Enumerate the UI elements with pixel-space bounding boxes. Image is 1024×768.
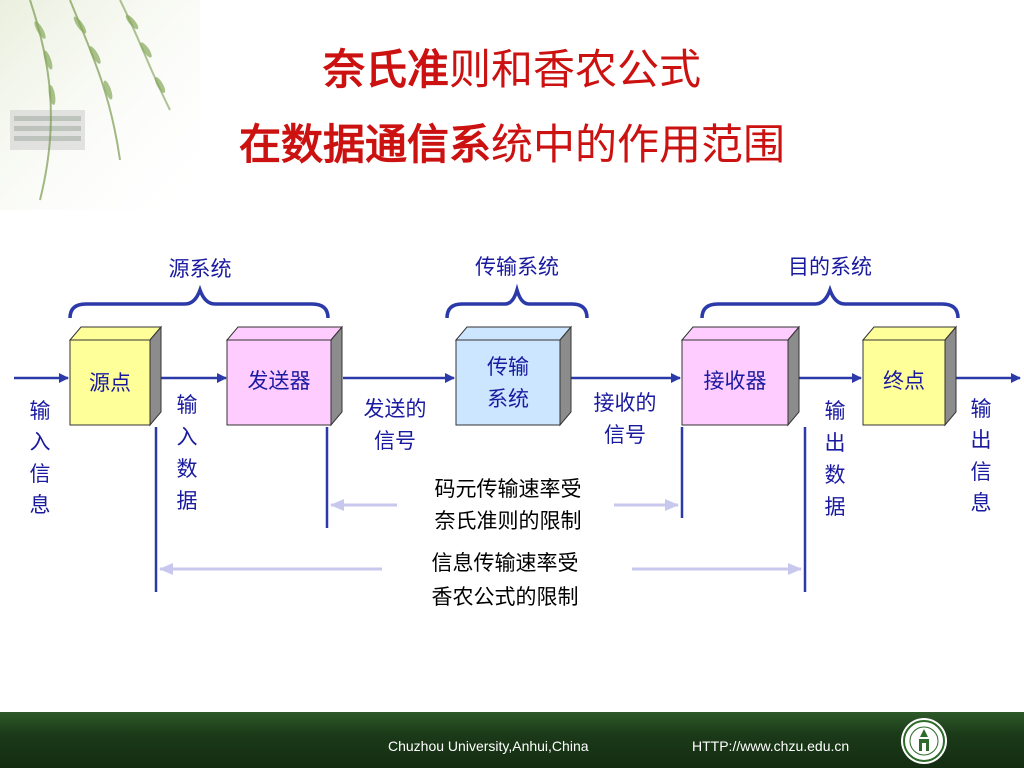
box-transmission-label-line2: 系统 (487, 387, 529, 411)
group-label-transmission-system: 传输系统 (475, 255, 559, 279)
label-input-info-char: 入 (30, 430, 51, 454)
label-output-info: 输 出 信 息 (971, 397, 992, 515)
title-rest-2: 统中的作用范围 (491, 120, 786, 169)
label-input-data-char: 据 (177, 489, 198, 513)
label-input-data-char: 输 (177, 393, 198, 417)
box-destination-label: 终点 (883, 369, 925, 393)
footer-url[interactable]: HTTP://www.chzu.edu.cn (692, 738, 850, 754)
label-output-data-char: 出 (825, 431, 846, 455)
label-received-signal: 接收的 信号 (594, 391, 657, 447)
label-output-info-char: 输 (971, 397, 992, 421)
label-output-data-char: 据 (825, 495, 846, 519)
title-highlight-1: 奈氏准 (322, 45, 449, 94)
brace-destination-system (700, 284, 960, 319)
label-input-data: 输 入 数 据 (177, 393, 198, 513)
brace-transmission-system (445, 283, 589, 319)
label-received-signal-line: 接收的 (594, 391, 657, 415)
willow-decoration (0, 0, 200, 210)
label-output-info-char: 信 (971, 460, 992, 484)
label-output-info-char: 息 (971, 491, 992, 515)
title-line-1: 奈氏准则和香农公式 (0, 45, 1024, 95)
label-input-info-char: 息 (30, 493, 51, 517)
footer-bar: Chuzhou University,Anhui,China HTTP://ww… (0, 712, 1024, 768)
range-text-nyquist-line1: 码元传输速率受 (435, 477, 582, 501)
label-input-info-char: 输 (30, 399, 51, 423)
box-destination: 终点 (861, 325, 958, 427)
box-sender: 发送器 (225, 325, 344, 427)
communication-system-diagram: 源系统 传输系统 目的系统 源点 发送器 传输 系统 接收器 (14, 255, 1021, 609)
label-input-info: 输 入 信 息 (30, 399, 51, 517)
label-input-info-char: 信 (30, 462, 51, 486)
box-source-label: 源点 (89, 371, 131, 395)
group-label-destination-system: 目的系统 (788, 255, 872, 279)
label-input-data-char: 数 (177, 457, 198, 481)
group-label-source-system: 源系统 (169, 257, 232, 281)
range-text-nyquist-line2: 奈氏准则的限制 (435, 509, 582, 533)
label-input-data-char: 入 (177, 425, 198, 449)
label-output-data-char: 数 (825, 463, 846, 487)
label-received-signal-line: 信号 (604, 423, 646, 447)
range-text-shannon-line2: 香农公式的限制 (432, 585, 579, 609)
label-output-data-char: 输 (825, 399, 846, 423)
label-output-data: 输 出 数 据 (825, 399, 846, 519)
title-line-2: 在数据通信系统中的作用范围 (0, 120, 1024, 170)
box-sender-label: 发送器 (248, 369, 311, 393)
university-seal-icon (901, 718, 947, 764)
footer-university: Chuzhou University,Anhui,China (388, 738, 589, 754)
title-rest-1: 则和香农公式 (449, 45, 702, 94)
label-sent-signal-line: 信号 (374, 429, 416, 453)
box-source: 源点 (68, 325, 163, 427)
box-receiver-label: 接收器 (704, 369, 767, 393)
box-transmission-label-line1: 传输 (487, 355, 529, 379)
title-highlight-2: 在数据通信系 (238, 120, 491, 169)
range-text-shannon-line1: 信息传输速率受 (432, 551, 579, 575)
label-sent-signal-line: 发送的 (364, 397, 427, 421)
box-receiver: 接收器 (680, 325, 801, 427)
box-transmission: 传输 系统 (454, 325, 573, 427)
label-sent-signal: 发送的 信号 (364, 397, 427, 453)
brace-source-system (68, 284, 330, 319)
label-output-info-char: 出 (971, 428, 992, 452)
